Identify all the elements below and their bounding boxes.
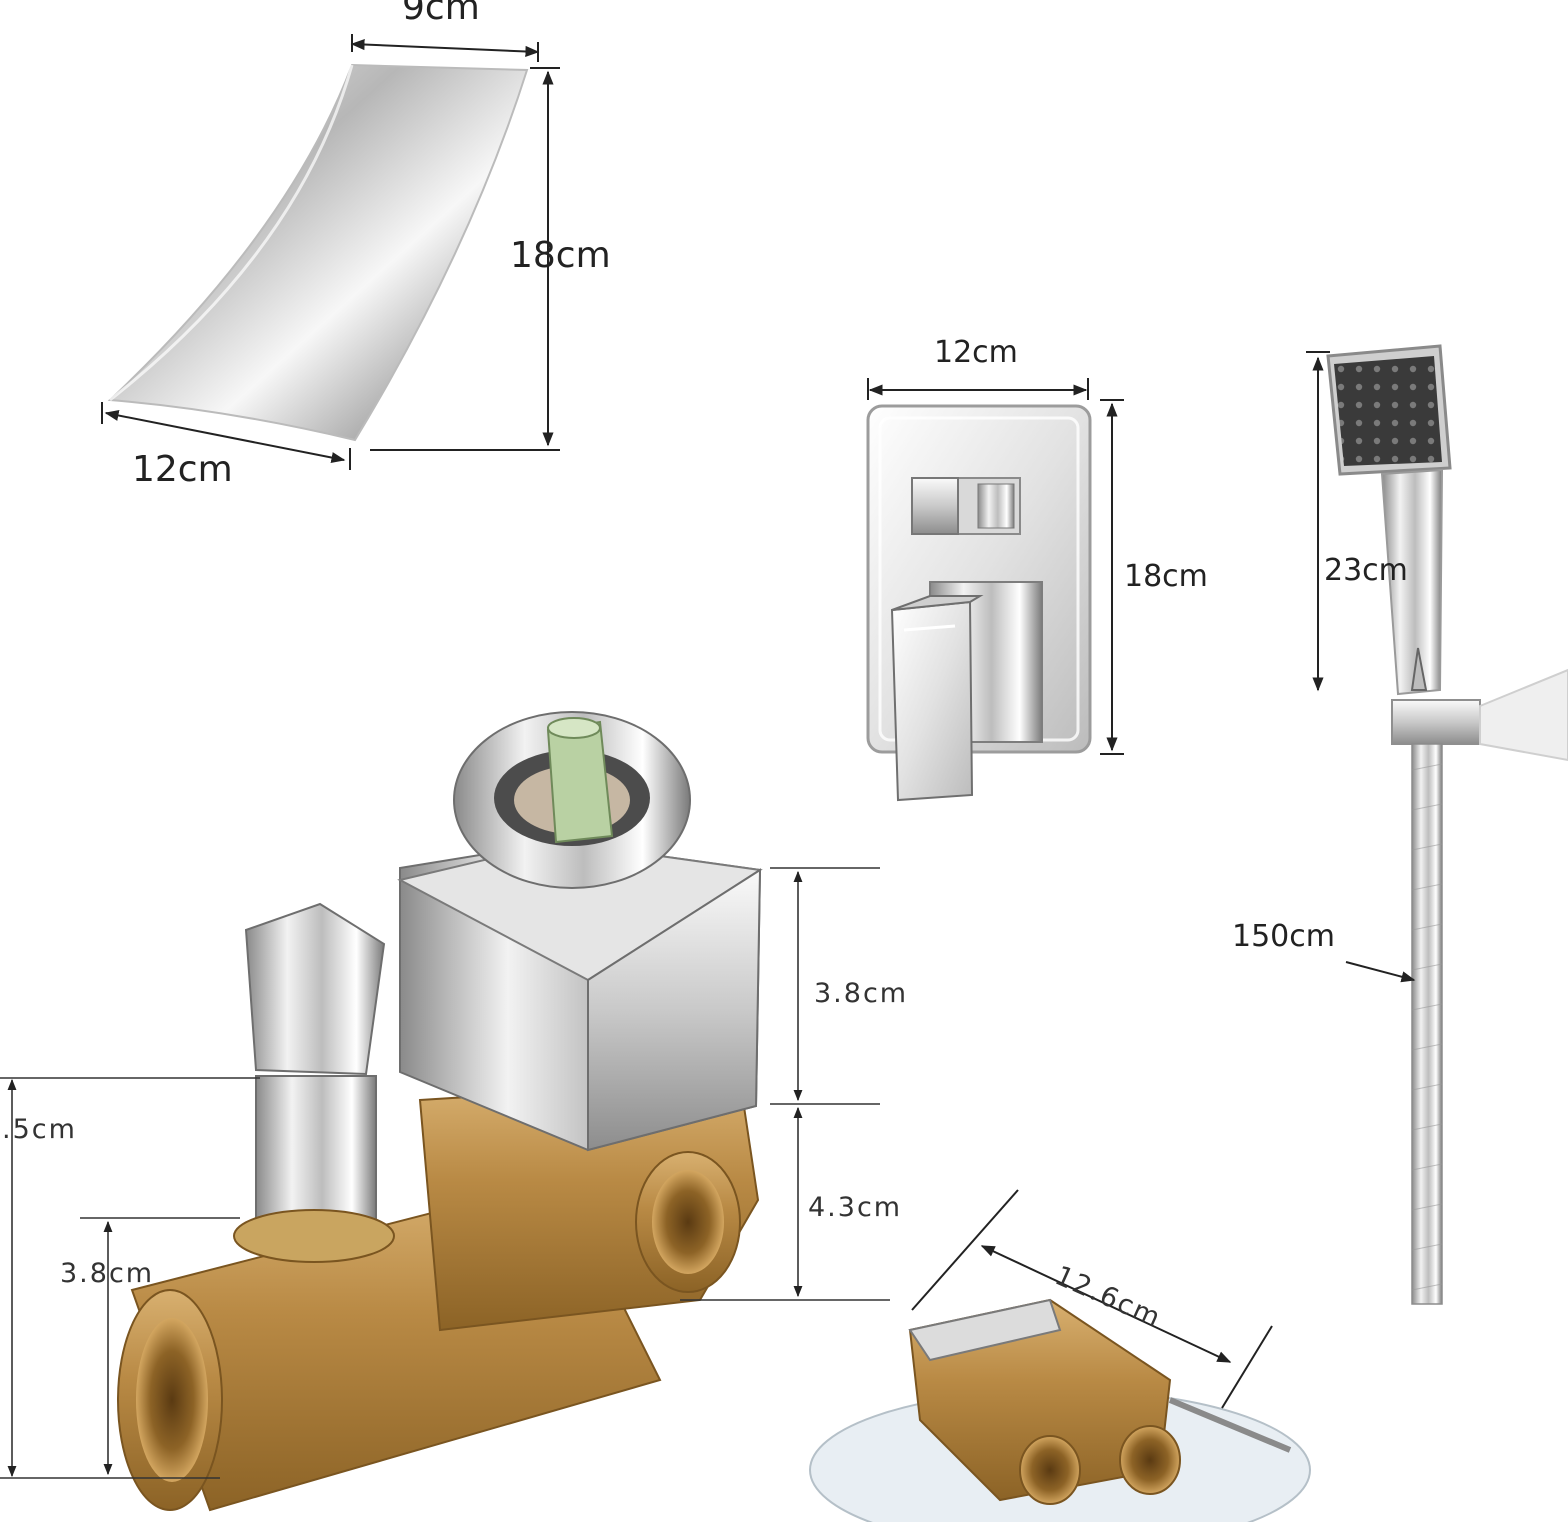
- handshower-length-label: 23cm: [1324, 553, 1408, 588]
- valve-cube-height-label: 3.8cm: [814, 978, 909, 1009]
- spout-height-label: 18cm: [510, 235, 611, 276]
- valve-pipe-height-label: 3.8cm: [60, 1258, 155, 1289]
- valve-body-side-view: [809, 1298, 1311, 1522]
- panel-width-label: 12cm: [934, 335, 1018, 370]
- panel-dimension-lines: [867, 378, 1124, 755]
- spout-bottom-width-label: 12cm: [132, 449, 233, 490]
- hose-length-label: 150cm: [1232, 919, 1335, 954]
- mixer-panel: [866, 404, 1092, 802]
- valve-total-height-label: .5cm: [2, 1114, 77, 1145]
- hand-shower-dimension-lines: [1306, 351, 1416, 983]
- valve-dimension-lines: [0, 867, 890, 1479]
- concealed-valve-body: [117, 711, 763, 1512]
- side-view-dimension-lines: [911, 1189, 1273, 1409]
- valve-body-height-label: 4.3cm: [808, 1192, 903, 1223]
- waterfall-spout: [107, 63, 529, 442]
- hand-shower: [1326, 344, 1568, 1305]
- spout-top-width-label: 9cm: [402, 0, 480, 28]
- spout-dimension-lines: [101, 34, 560, 470]
- panel-height-label: 18cm: [1124, 559, 1208, 594]
